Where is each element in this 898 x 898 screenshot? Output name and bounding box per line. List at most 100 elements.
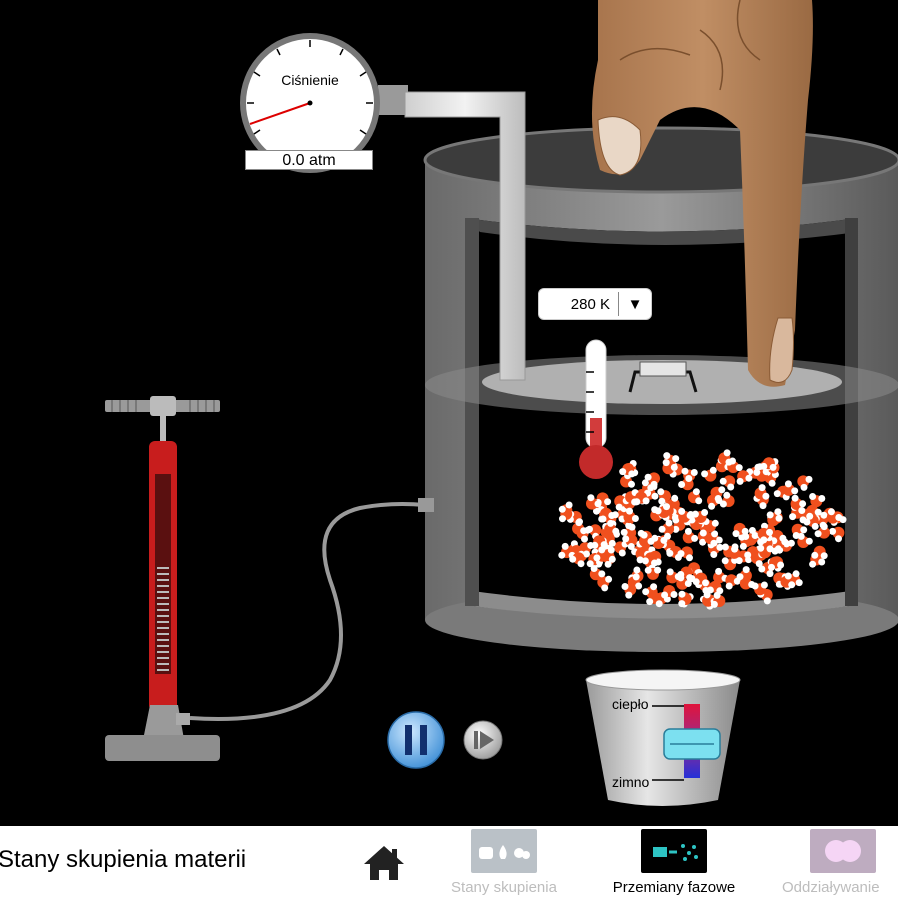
- hydrogen-atom: [795, 579, 803, 587]
- hydrogen-atom: [744, 551, 752, 559]
- interaction-thumbnail-icon: [810, 829, 876, 873]
- tab-interaction[interactable]: Oddziaływanie: [778, 829, 898, 895]
- hydrogen-atom: [791, 487, 799, 495]
- hydrogen-atom: [766, 511, 774, 519]
- hydrogen-atom: [715, 567, 723, 575]
- hydrogen-atom: [692, 488, 700, 496]
- hydrogen-atom: [736, 573, 744, 581]
- hydrogen-atom: [719, 477, 727, 485]
- hydrogen-atom: [789, 513, 797, 521]
- thermometer: [579, 339, 613, 479]
- hydrogen-atom: [650, 583, 658, 591]
- pressure-gauge: [240, 33, 380, 173]
- hydrogen-atom: [721, 557, 729, 565]
- hydrogen-atom: [768, 563, 775, 571]
- hydrogen-atom: [686, 512, 694, 519]
- hydrogen-atom: [671, 494, 679, 502]
- hydrogen-atom: [760, 536, 768, 544]
- finger[interactable]: [591, 0, 813, 387]
- hydrogen-atom: [703, 591, 711, 599]
- simulation-stage: Ciśnienie 0.0 atm 280 K ▼ ciepło zimno: [105, 0, 898, 806]
- hydrogen-atom: [604, 498, 612, 506]
- hydrogen-atom: [702, 579, 709, 587]
- temperature-dropdown[interactable]: 280 K ▼: [538, 288, 652, 320]
- hydrogen-atom: [650, 480, 658, 488]
- hydrogen-atom: [684, 527, 692, 535]
- oxygen-atom: [682, 531, 695, 544]
- tab-interaction-label: Oddziaływanie: [782, 879, 880, 895]
- scene-graphics: [105, 0, 898, 806]
- hydrogen-atom: [608, 539, 616, 547]
- hydrogen-atom: [798, 507, 806, 514]
- hydrogen-atom: [561, 542, 569, 550]
- hydrogen-atom: [741, 527, 749, 535]
- hydrogen-atom: [706, 586, 714, 594]
- hydrogen-atom: [791, 494, 799, 502]
- hydrogen-atom: [658, 525, 666, 533]
- home-button[interactable]: [362, 844, 406, 882]
- oxygen-atom: [713, 571, 726, 584]
- hydrogen-atom: [711, 519, 719, 527]
- hydrogen-atom: [558, 505, 566, 513]
- step-forward-button[interactable]: [463, 720, 503, 760]
- hydrogen-atom: [820, 523, 828, 531]
- hydrogen-atom: [607, 546, 615, 554]
- hydrogen-atom: [651, 492, 659, 500]
- hydrogen-atom: [827, 508, 835, 516]
- hydrogen-atom: [710, 600, 718, 608]
- hydrogen-atom: [593, 554, 601, 562]
- hydrogen-atom: [751, 532, 759, 539]
- temperature-value: 280 K: [570, 295, 610, 313]
- hydrogen-atom: [784, 572, 792, 580]
- hydrogen-atom: [642, 588, 650, 596]
- hydrogen-atom: [766, 528, 773, 536]
- hydrogen-atom: [699, 538, 707, 546]
- hydrogen-atom: [811, 551, 819, 559]
- hydrogen-atom: [601, 584, 609, 592]
- hydrogen-atom: [672, 525, 680, 533]
- hydrogen-atom: [710, 539, 718, 547]
- lid-handle-icon[interactable]: [628, 361, 698, 393]
- hydrogen-atom: [797, 532, 805, 540]
- hydrogen-atom: [779, 534, 787, 542]
- hydrogen-atom: [636, 556, 644, 564]
- hydrogen-atom: [760, 581, 768, 589]
- hydrogen-atom: [835, 514, 843, 521]
- hydrogen-atom: [835, 535, 842, 543]
- tab-phase-changes-label: Przemiany fazowe: [612, 879, 736, 896]
- hydrogen-atom: [774, 508, 782, 516]
- hydrogen-atom: [711, 530, 719, 538]
- navigation-bar: Stany skupienia materii Stany skupienia …: [0, 826, 898, 898]
- hydrogen-atom: [666, 549, 674, 557]
- hydrogen-atom: [635, 582, 643, 590]
- step-forward-icon: [480, 731, 494, 749]
- hydrogen-atom: [739, 542, 747, 550]
- tab-states[interactable]: Stany skupienia: [437, 829, 571, 896]
- hydrogen-atom: [625, 522, 633, 530]
- heat-label: ciepło: [612, 696, 649, 712]
- hydrogen-atom: [715, 536, 723, 544]
- hydrogen-atom: [736, 477, 744, 485]
- hydrogen-atom: [640, 531, 648, 539]
- hydrogen-atom: [618, 549, 626, 557]
- tab-phase-changes[interactable]: Przemiany fazowe: [594, 829, 754, 896]
- hydrogen-atom: [699, 529, 707, 537]
- hydrogen-atom: [735, 464, 743, 472]
- hydrogen-atom: [670, 591, 678, 598]
- hydrogen-atom: [599, 515, 607, 523]
- dropdown-arrow-icon[interactable]: ▼: [627, 295, 643, 313]
- hydrogen-atom: [691, 510, 699, 518]
- hydrogen-atom: [716, 543, 724, 551]
- heat-cool-slider[interactable]: [663, 728, 721, 760]
- pause-button[interactable]: [387, 711, 445, 769]
- hydrogen-atom: [646, 598, 654, 606]
- bicycle-pump[interactable]: [105, 396, 220, 761]
- hydrogen-atom: [814, 530, 822, 538]
- hydrogen-atom: [709, 466, 717, 474]
- hydrogen-atom: [647, 537, 655, 545]
- hydrogen-atom: [615, 503, 623, 511]
- oxygen-atom: [782, 483, 795, 496]
- hydrogen-atom: [628, 480, 635, 488]
- hydrogen-atom: [605, 575, 613, 583]
- hydrogen-atom: [701, 509, 709, 516]
